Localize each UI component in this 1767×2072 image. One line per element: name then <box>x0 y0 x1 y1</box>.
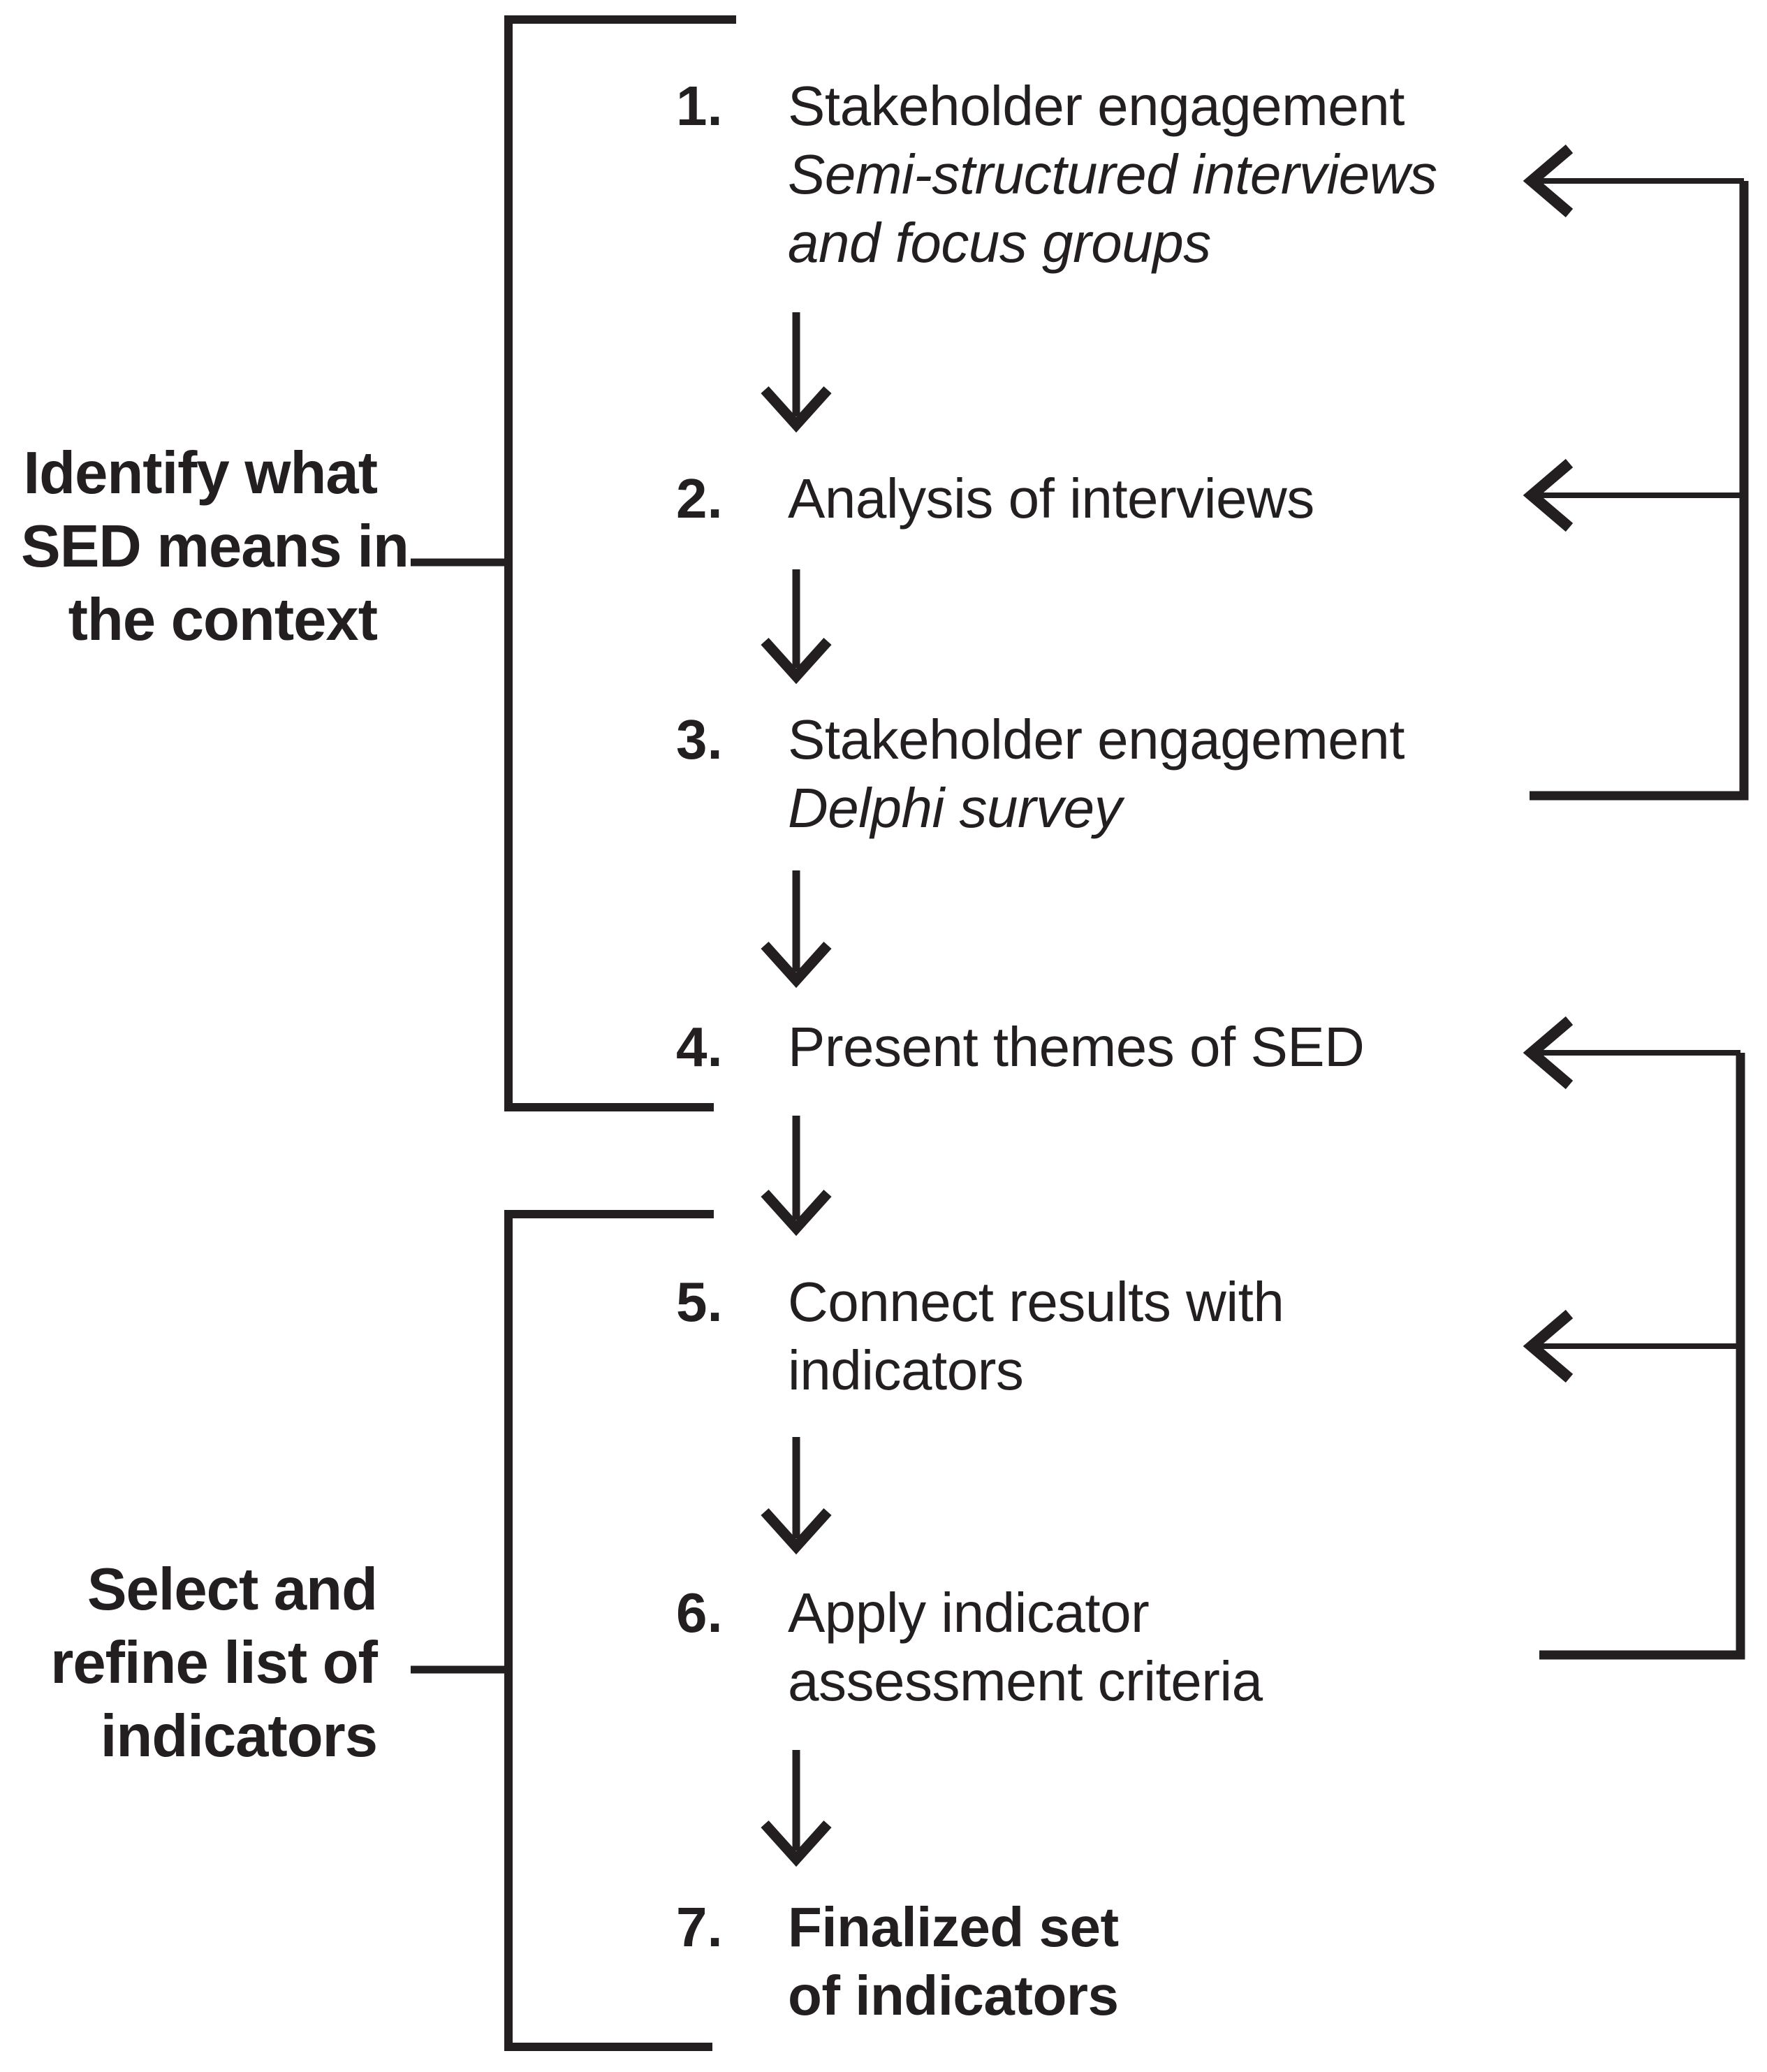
step-7-line-1: Finalized set <box>788 1896 1119 1958</box>
step-6-line-1: Apply indicator <box>788 1582 1150 1644</box>
down-arrow-step5-to-step6 <box>761 1437 832 1555</box>
phase-label-select-refine: Select and refine list of indicators <box>21 1553 378 1773</box>
left-bracket-steps-1-4 <box>504 15 736 1111</box>
feedback-bracket-steps-1-3 <box>1523 144 1749 801</box>
step-3-line-1: Stakeholder engagement <box>788 708 1405 771</box>
step-3-number: 3. <box>676 708 723 771</box>
down-arrow-step1-to-step2 <box>761 312 832 433</box>
step-6-text: Apply indicator assessment criteria <box>788 1579 1591 1716</box>
step-7-number: 7. <box>676 1896 723 1958</box>
step-5-line-1: Connect results with <box>788 1271 1284 1333</box>
phase-label-line: SED means in <box>21 513 409 580</box>
step-7-line-2: of indicators <box>788 1964 1119 2027</box>
step-3-text: Stakeholder engagement Delphi survey <box>788 706 1591 842</box>
step-3-line-2: Delphi survey <box>788 777 1122 839</box>
step-2-line-1: Analysis of interviews <box>788 467 1314 530</box>
down-arrow-step3-to-step4 <box>761 870 832 988</box>
step-4-text: Present themes of SED <box>788 1013 1591 1081</box>
step-1-number: 1. <box>676 75 723 137</box>
phase-label-line: refine list of <box>50 1630 378 1696</box>
down-arrow-step4-to-step5 <box>761 1116 832 1236</box>
step-1-line-3: and focus groups <box>788 212 1211 274</box>
feedback-arrowhead-step4 <box>1523 1016 1574 1090</box>
down-arrow-step6-to-step7 <box>761 1750 832 1867</box>
step-4-number: 4. <box>676 1016 723 1078</box>
phase-label-line: Select and <box>87 1556 378 1623</box>
step-1-line-1: Stakeholder engagement <box>788 75 1405 137</box>
feedback-bracket-steps-4-6 <box>1523 1016 1745 1660</box>
step-6-line-2: assessment criteria <box>788 1650 1263 1712</box>
step-5-number: 5. <box>676 1271 723 1333</box>
step-5-text: Connect results with indicators <box>788 1268 1591 1405</box>
feedback-arrowhead-step1 <box>1523 144 1574 218</box>
step-1-line-2: Semi-structured interviews <box>788 143 1437 205</box>
down-arrow-step2-to-step3 <box>761 569 832 685</box>
step-1-text: Stakeholder engagement Semi-structured i… <box>788 72 1591 277</box>
phase-label-line: indicators <box>100 1703 378 1770</box>
step-5-line-2: indicators <box>788 1339 1024 1401</box>
step-2-text: Analysis of interviews <box>788 465 1591 533</box>
step-4-line-1: Present themes of SED <box>788 1016 1365 1078</box>
feedback-arrowhead-step5 <box>1523 1309 1574 1383</box>
feedback-arrowhead-step2 <box>1523 458 1574 532</box>
step-2-number: 2. <box>676 467 723 530</box>
step-7-text: Finalized set of indicators <box>788 1893 1591 2030</box>
phase-label-line: Identify what <box>23 440 378 506</box>
left-bracket-steps-5-7 <box>504 1210 714 2051</box>
phase-label-line: the context <box>68 587 378 653</box>
phase-label-identify-sed: Identify what SED means in the context <box>21 437 409 657</box>
step-6-number: 6. <box>676 1582 723 1644</box>
